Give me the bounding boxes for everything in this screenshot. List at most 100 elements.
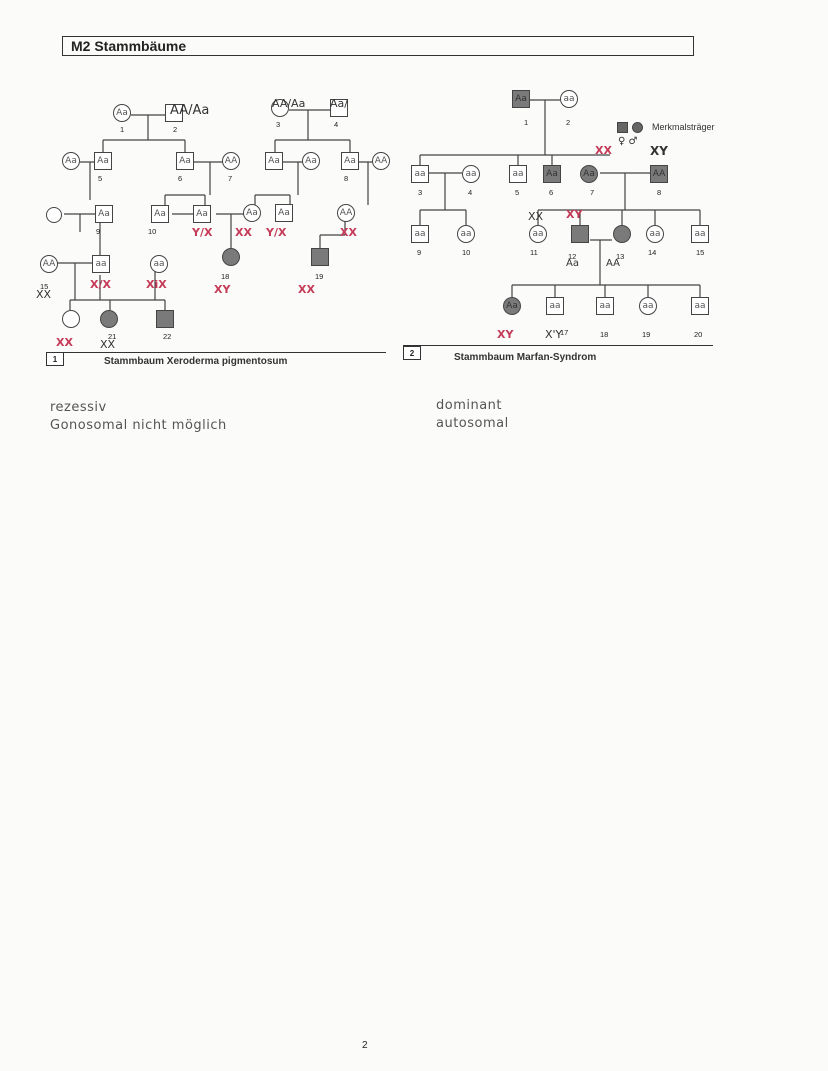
p1-genotype-3: AA/Aa <box>272 97 306 110</box>
p1-person-16: aa <box>150 255 168 273</box>
p2-number-12: 12 <box>568 252 577 261</box>
p2-number-20: 20 <box>694 330 703 339</box>
p2-person-11: aa <box>529 225 547 243</box>
p1-annotation-20: XX <box>56 336 73 349</box>
p1-person-3 <box>271 99 289 117</box>
p1-person-5: Aa <box>94 152 112 170</box>
p1-number-22: 22 <box>163 332 172 341</box>
p1-person-8: Aa <box>341 152 359 170</box>
p1-annotation-11: Y/X <box>192 226 213 239</box>
p1-number-1: 1 <box>120 125 125 134</box>
p2-number-7: 7 <box>590 188 595 197</box>
p2-number-14: 14 <box>648 248 657 257</box>
p1-person-6: Aa <box>176 152 194 170</box>
p1-person-22-affected <box>156 310 174 328</box>
p2-person-5: aa <box>509 165 527 183</box>
p1-number-6: 6 <box>178 174 183 183</box>
p1-person-9: Aa <box>95 205 113 223</box>
p2-number-15: 15 <box>696 248 705 257</box>
p1-person-12: Aa <box>243 204 261 222</box>
pedigree1-caption-rule <box>46 352 386 353</box>
p2-number-3: 3 <box>418 188 423 197</box>
p2-person-12-affected <box>571 225 589 243</box>
p2-person-4: aa <box>462 165 480 183</box>
p1-person-9-spouse <box>46 207 62 223</box>
answer-right-line-1: dominant <box>436 398 503 413</box>
answer-left-line-2: Gonosomal nicht möglich <box>50 418 227 433</box>
p2-person-3: aa <box>411 165 429 183</box>
p2-number-8: 8 <box>657 188 662 197</box>
p1-annotation-21: XX <box>100 338 116 351</box>
p1-number-19: 19 <box>315 272 324 281</box>
p2-person-1-affected: Aa <box>512 90 530 108</box>
p1-person-7b: Aa <box>265 152 283 170</box>
p2-number-13: 13 <box>616 252 625 261</box>
legend-affected-female-circle <box>632 122 643 133</box>
p1-person-11: Aa <box>193 205 211 223</box>
pedigree2-caption: Stammbaum Marfan-Syndrom <box>454 352 597 363</box>
p1-person-21-affected <box>100 310 118 328</box>
p2-annotation-11: XX <box>528 210 544 223</box>
p2-number-1: 1 <box>524 118 529 127</box>
p2-annotation-8: XY <box>650 144 668 158</box>
pedigree2-number-box: 2 <box>403 346 421 360</box>
p1-number-18: 18 <box>221 272 230 281</box>
p1-number-8: 8 <box>344 174 349 183</box>
p2-annotation-7: XX <box>595 144 612 157</box>
p2-number-11: 11 <box>530 248 538 257</box>
p1-annotation-17: XiX <box>146 278 167 291</box>
p2-annotation-12: XY <box>566 208 583 221</box>
p1-person-7: AA <box>222 152 240 170</box>
answer-left-line-1: rezessiv <box>50 400 107 415</box>
pedigree2-caption-rule <box>403 345 713 346</box>
legend-sex-symbols: ♀ ♂ <box>618 136 638 147</box>
p1-person-18-affected <box>222 248 240 266</box>
p1-genotype-2: AA/Aa <box>170 103 210 118</box>
p1-person-14: AA <box>337 204 355 222</box>
p2-genotype-12: Aa <box>566 258 579 269</box>
legend-label: Merkmalsträger <box>652 122 715 132</box>
p1-number-4: 4 <box>334 120 339 129</box>
p1-annotation-14: XX <box>340 226 357 239</box>
p2-person-8-affected: AA <box>650 165 668 183</box>
p1-annotation-13: Y/X <box>266 226 287 239</box>
p2-person-6-affected: Aa <box>543 165 561 183</box>
p2-person-20: aa <box>691 297 709 315</box>
p1-person-15: aa <box>92 255 110 273</box>
p1-annotation-18: XY <box>214 283 231 296</box>
legend-affected-male-square <box>617 122 628 133</box>
p2-person-19: aa <box>639 297 657 315</box>
p2-person-7-affected: Aa <box>580 165 598 183</box>
p2-number-9: 9 <box>417 248 422 257</box>
p2-number-10: 10 <box>462 248 471 257</box>
p2-person-13-affected <box>613 225 631 243</box>
worksheet-title: M2 Stammbäume <box>62 36 694 56</box>
p1-person-spouse-5: Aa <box>62 152 80 170</box>
p1-number-9: 9 <box>96 227 101 236</box>
p2-number-19: 19 <box>642 330 651 339</box>
p1-genotype-4: Aa/ <box>330 97 348 110</box>
p2-person-14: aa <box>646 225 664 243</box>
p2-person-9: aa <box>411 225 429 243</box>
p2-annotation-17: X'Y <box>545 328 563 341</box>
p2-person-10: aa <box>457 225 475 243</box>
p2-number-4: 4 <box>468 188 473 197</box>
p2-person-15: aa <box>691 225 709 243</box>
p1-annotation-15: XX <box>36 288 52 301</box>
p1-person-15-spouse: AA <box>40 255 58 273</box>
p2-genotype-13: AA <box>606 258 620 269</box>
p2-number-6: 6 <box>549 188 554 197</box>
p2-number-2: 2 <box>566 118 571 127</box>
p2-person-17: aa <box>546 297 564 315</box>
p1-number-2: 2 <box>173 125 178 134</box>
p2-number-18: 18 <box>600 330 609 339</box>
p2-number-17: 17 <box>560 328 569 337</box>
p1-number-15: 15 <box>40 282 49 291</box>
p1-person-8-spouse: AA <box>372 152 390 170</box>
p2-person-16-affected: Aa <box>503 297 521 315</box>
pedigree1-number-box: 1 <box>46 352 64 366</box>
page-number: 2 <box>362 1040 368 1051</box>
p2-annotation-16: XY <box>497 328 514 341</box>
